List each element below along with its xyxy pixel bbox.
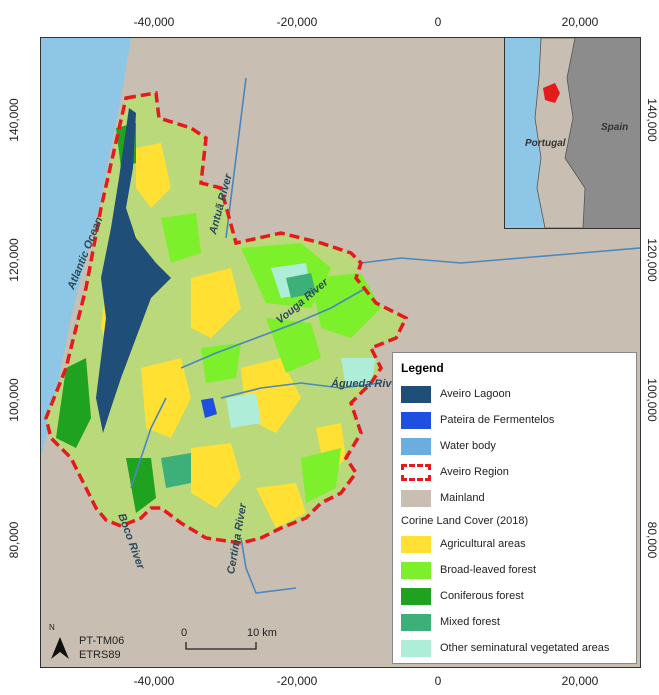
left-tick-label: 140,000	[7, 98, 21, 142]
left-tick-label: 120,000	[7, 238, 21, 282]
spain-area	[565, 38, 640, 228]
crs-line2: ETRS89	[79, 649, 121, 661]
seminatural-swatch	[401, 639, 431, 657]
inset-spain-label: Spain	[601, 122, 629, 133]
portugal-area	[534, 38, 586, 228]
aveiro-lagoon	[96, 108, 171, 433]
bottom-tick-label: -20,000	[276, 674, 318, 688]
right-tick-label: 140,000	[645, 98, 659, 142]
inset-aveiro-marker	[543, 83, 560, 103]
legend-item-label: Aveiro Lagoon	[440, 388, 511, 400]
rivers	[130, 77, 640, 594]
north-arrow-icon	[51, 637, 69, 659]
legend-item: Mainland	[401, 485, 628, 511]
bottom-tick-label: -40,000	[133, 674, 175, 688]
mainland-swatch	[401, 489, 431, 507]
agricultural-swatch	[401, 535, 431, 553]
legend-subheading: Corine Land Cover (2018)	[401, 515, 529, 527]
legend-item: Coniferous forest	[401, 583, 628, 609]
left-tick-label: 80,000	[7, 521, 21, 559]
legend-panel: Legend Aveiro Lagoon Pateira de Fermente…	[392, 352, 637, 664]
top-tick-label: 20,000	[561, 15, 599, 29]
legend-item: Pateira de Fermentelos	[401, 407, 628, 433]
legend-item-label: Agricultural areas	[440, 538, 526, 550]
legend-item-label: Broad-leaved forest	[440, 564, 536, 576]
legend-item-label: Mixed forest	[440, 616, 500, 628]
top-tick-label: 0	[434, 15, 442, 29]
legend-item-label: Pateira de Fermentelos	[440, 414, 555, 426]
legend-item: Other seminatural vegetated areas	[401, 635, 628, 661]
legend-item: Agricultural areas	[401, 531, 628, 557]
right-tick-label: 80,000	[645, 521, 659, 559]
crs-line1: PT-TM06	[79, 635, 125, 647]
legend-item-label: Other seminatural vegetated areas	[440, 642, 610, 654]
water-body-swatch	[401, 437, 431, 455]
atlantic-ocean	[41, 38, 131, 458]
left-tick-label: 100,000	[7, 378, 21, 422]
north-label: N	[49, 623, 55, 632]
aveiro-region-border	[44, 90, 409, 545]
scale-bar	[185, 642, 257, 650]
aveiro-lagoon-swatch	[401, 385, 431, 403]
inset-portugal-label: Portugal	[525, 138, 566, 149]
legend-item: Mixed forest	[401, 609, 628, 635]
bottom-tick-label: 0	[434, 674, 442, 688]
pateira-swatch	[401, 411, 431, 429]
pateira-de-fermentelos	[201, 398, 217, 418]
bottom-tick-label: 20,000	[561, 674, 599, 688]
mixed-forest-swatch	[401, 613, 431, 631]
agueda-river-label: Águeda River	[331, 378, 402, 390]
scale-end-label: 10 km	[247, 627, 277, 639]
mixed-forest-patches	[161, 273, 316, 488]
map-canvas[interactable]	[41, 38, 640, 667]
legend-item-label: Mainland	[440, 492, 485, 504]
legend-item-label: Water body	[440, 440, 496, 452]
scale-start-label: 0	[181, 627, 188, 639]
legend-item: Aveiro Lagoon	[401, 381, 628, 407]
legend-item-label: Aveiro Region	[440, 466, 509, 478]
top-tick-label: -20,000	[276, 15, 318, 29]
legend-item: Water body	[401, 433, 628, 459]
top-tick-label: -40,000	[133, 15, 175, 29]
right-tick-label: 100,000	[645, 378, 659, 422]
inset-map: Portugal Spain	[504, 38, 640, 229]
legend-item: Broad-leaved forest	[401, 557, 628, 583]
broadleaved-swatch	[401, 561, 431, 579]
legend-item: Aveiro Region	[401, 459, 628, 485]
legend-title: Legend	[401, 361, 444, 375]
coniferous-patches	[56, 123, 156, 513]
coniferous-swatch	[401, 587, 431, 605]
right-tick-label: 120,000	[645, 238, 659, 282]
aveiro-region-swatch	[401, 463, 431, 481]
legend-item-label: Coniferous forest	[440, 590, 524, 602]
